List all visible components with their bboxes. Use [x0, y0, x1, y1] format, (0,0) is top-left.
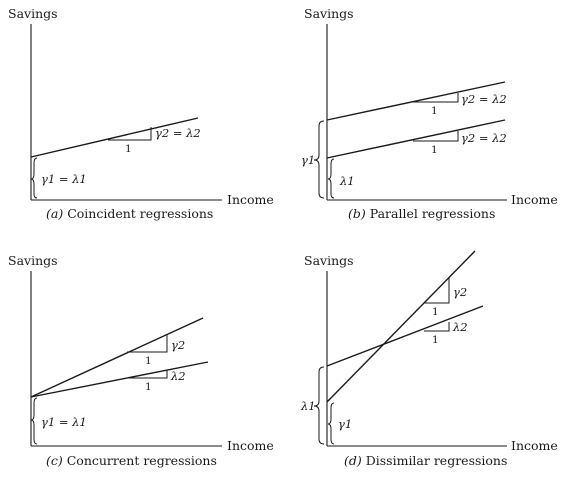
x-axis-label: Income: [511, 192, 558, 207]
caption-letter: (d): [344, 453, 362, 468]
caption-text: Parallel regressions: [366, 206, 496, 221]
regression-line-top: [326, 81, 506, 121]
run-label-top: 1: [431, 105, 438, 117]
caption: (c) Concurrent regressions: [46, 453, 217, 468]
slope-triangle-flat: [424, 322, 450, 332]
slope-label: γ2 = λ2: [155, 126, 201, 140]
inner-intercept-label: γ1: [338, 417, 352, 431]
slope-label-steep: γ2: [453, 285, 467, 299]
outer-intercept-label: γ1: [301, 153, 315, 167]
regression-line: [30, 117, 199, 158]
panel-concurrent: Savings Income 1 γ2 1 λ2 γ1 = λ1 (c) Con…: [8, 253, 274, 468]
run-label-bottom: 1: [145, 381, 152, 393]
panel-parallel: Savings Income 1 γ2 = λ2 1 γ2 = λ2 γ1 λ1…: [301, 6, 558, 221]
regression-line-steep: [30, 317, 204, 398]
slope-triangle-steep: [424, 277, 450, 304]
inner-intercept-label: λ1: [339, 174, 355, 188]
y-axis-label: Savings: [304, 6, 354, 21]
run-label-bottom: 1: [431, 144, 438, 156]
outer-intercept-brace: [313, 120, 325, 199]
run-label-top: 1: [145, 355, 152, 367]
inner-intercept-brace: [327, 402, 335, 445]
caption-text: Concurrent regressions: [63, 453, 217, 468]
regression-line-steep: [326, 250, 476, 403]
slope-label-flat: λ2: [452, 320, 468, 334]
intercept-label: γ1 = λ1: [41, 172, 87, 186]
x-axis-label: Income: [227, 192, 274, 207]
outer-intercept-label: λ1: [300, 399, 316, 413]
slope-triangle-top: [413, 93, 459, 103]
slope-triangle: [108, 127, 152, 141]
run-label-flat: 1: [432, 334, 439, 346]
slope-triangle-flat: [128, 370, 168, 379]
y-axis-label: Savings: [8, 6, 58, 21]
x-axis-label: Income: [511, 438, 558, 453]
caption-letter: (a): [46, 206, 63, 221]
panel-dissimilar: Savings Income 1 γ2 1 λ2 λ1 γ1 (d) Dissi…: [300, 250, 558, 468]
caption: (b) Parallel regressions: [348, 206, 495, 221]
slope-triangle-bottom: [413, 131, 459, 142]
caption: (d) Dissimilar regressions: [344, 453, 507, 468]
regression-line-flat: [326, 305, 484, 367]
caption-letter: (b): [348, 206, 366, 221]
run-label-steep: 1: [432, 306, 439, 318]
run-label: 1: [125, 143, 132, 155]
slope-label-top: γ2: [171, 338, 185, 352]
regression-line-bottom: [326, 119, 506, 159]
slope-label-bottom: γ2 = λ2: [461, 131, 507, 145]
intercept-brace: [30, 157, 38, 199]
slope-label-bottom: λ2: [170, 369, 186, 383]
slope-triangle-steep: [127, 334, 168, 353]
x-axis-label: Income: [227, 438, 274, 453]
caption-letter: (c): [46, 453, 63, 468]
slope-label-top: γ2 = λ2: [461, 92, 507, 106]
caption: (a) Coincident regressions: [46, 206, 213, 221]
outer-intercept-brace: [313, 366, 325, 445]
inner-intercept-brace: [327, 158, 335, 199]
regression-line-flat: [30, 361, 209, 398]
intercept-label: γ1 = λ1: [41, 415, 87, 429]
y-axis-label: Savings: [304, 253, 354, 268]
caption-text: Coincident regressions: [63, 206, 213, 221]
panel-coincident: Savings Income 1 γ2 = λ2 γ1 = λ1 (a) Coi…: [8, 6, 274, 221]
caption-text: Dissimilar regressions: [362, 453, 508, 468]
intercept-brace: [30, 397, 38, 445]
y-axis-label: Savings: [8, 253, 58, 268]
